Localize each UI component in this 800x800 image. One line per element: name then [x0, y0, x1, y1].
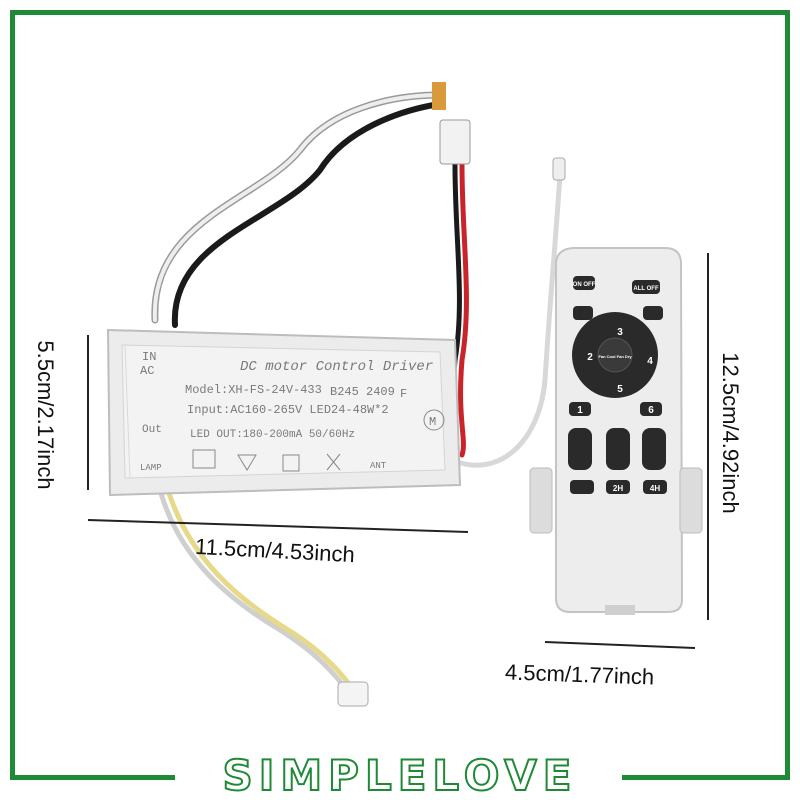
driver-lamp-label: LAMP — [140, 463, 162, 473]
remote-btn-4h: 4H — [650, 484, 660, 493]
driver-model: Model:XH-FS-24V-433 — [185, 383, 322, 397]
brand-watermark: SIMPLELOVE — [222, 751, 578, 800]
driver-ant-label: ANT — [370, 461, 387, 471]
driver-height-label: 5.5cm/2.17inch — [33, 340, 58, 490]
driver-out-label: Out — [142, 424, 162, 436]
frame-top-border — [10, 10, 790, 15]
frame-bottom-border-left — [10, 775, 175, 780]
remote-btn-1: 1 — [577, 405, 583, 416]
remote-dpad-right: 4 — [647, 356, 653, 367]
remote-dpad-down: 5 — [617, 384, 623, 395]
driver-batch: B245 2409 — [330, 385, 395, 399]
remote-width-label: 4.5cm/1.77inch — [504, 659, 655, 690]
driver-in-label: IN — [142, 350, 156, 364]
driver-led-out-spec: LED OUT:180-200mA 50/60Hz — [190, 429, 355, 441]
remote-dpad-center: Fan Cool Fan Dry — [598, 354, 632, 359]
driver-box — [106, 328, 462, 497]
output-connector — [337, 681, 369, 707]
driver-ac-label: AC — [140, 364, 154, 378]
remote-onoff-label: ON OFF — [573, 282, 596, 288]
driver-m-mark: M — [429, 415, 436, 429]
remote-buttons — [568, 276, 667, 494]
driver-f-mark: F — [400, 387, 407, 401]
output-wires — [157, 487, 358, 698]
remote-height-label: 12.5cm/4.92inch — [718, 352, 743, 514]
antenna-tip — [552, 157, 566, 181]
remote-dpad-up: 3 — [617, 327, 623, 338]
frame-left-border — [10, 10, 15, 780]
driver-input-spec: Input:AC160-265V LED24-48W*2 — [187, 403, 389, 417]
frame-right-border — [785, 10, 790, 780]
remote-btn-2h: 2H — [613, 484, 623, 493]
motor-connector — [439, 119, 471, 165]
dimension-lines — [87, 253, 709, 649]
remote-alloff-label: ALL OFF — [633, 286, 659, 292]
remote-dpad-left: 2 — [587, 352, 593, 363]
frame-bottom-border-right — [622, 775, 790, 780]
driver-title: DC motor Control Driver — [240, 359, 433, 375]
wire-tip — [432, 82, 446, 110]
remote-btn-6: 6 — [648, 405, 654, 416]
